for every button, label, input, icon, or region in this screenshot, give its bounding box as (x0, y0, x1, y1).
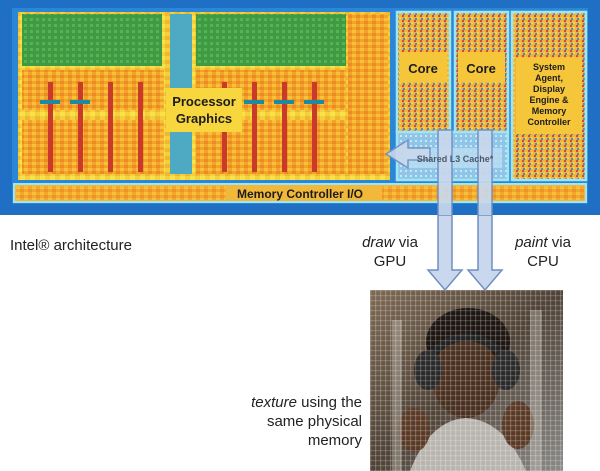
gpu-arrow (437, 129, 453, 215)
draw-word: draw via (362, 234, 418, 251)
system-agent-label-5: Memory (532, 106, 567, 116)
processor-graphics-label-2: Graphics (176, 111, 232, 126)
draw-caption: draw via GPU (352, 233, 428, 271)
texture-line3: memory (307, 432, 362, 449)
memory-controller-label: Memory Controller I/O (237, 187, 363, 201)
texture-word: texture using the (251, 394, 362, 411)
paint-caption: paint via CPU (505, 233, 581, 271)
core-1-label: Core (408, 61, 438, 76)
arrow-shafts (426, 215, 504, 292)
draw-line2: GPU (373, 253, 407, 270)
system-agent-label-4: Engine & (529, 95, 569, 105)
cpu-arrow (477, 129, 493, 215)
texture-photo (370, 290, 563, 471)
system-agent-label-3: Display (533, 84, 565, 94)
texture-line2: same physical (266, 413, 362, 430)
system-agent-label-6: Controller (527, 117, 570, 127)
shared-cache-label: Shared L3 Cache* (417, 154, 494, 164)
processor-die: Processor Graphics Core Core System Agen… (0, 0, 600, 215)
processor-graphics-label-1: Processor (172, 94, 236, 109)
paint-word: paint via (515, 234, 571, 251)
texture-caption: texture using the same physical memory (214, 393, 362, 450)
core-2-label: Core (466, 61, 496, 76)
architecture-caption: Intel® architecture (10, 237, 132, 254)
cache-to-graphics-arrow (384, 138, 431, 170)
system-agent-label-1: System (533, 62, 565, 72)
paint-line2: CPU (527, 253, 559, 270)
system-agent-label-2: Agent, (535, 73, 563, 83)
